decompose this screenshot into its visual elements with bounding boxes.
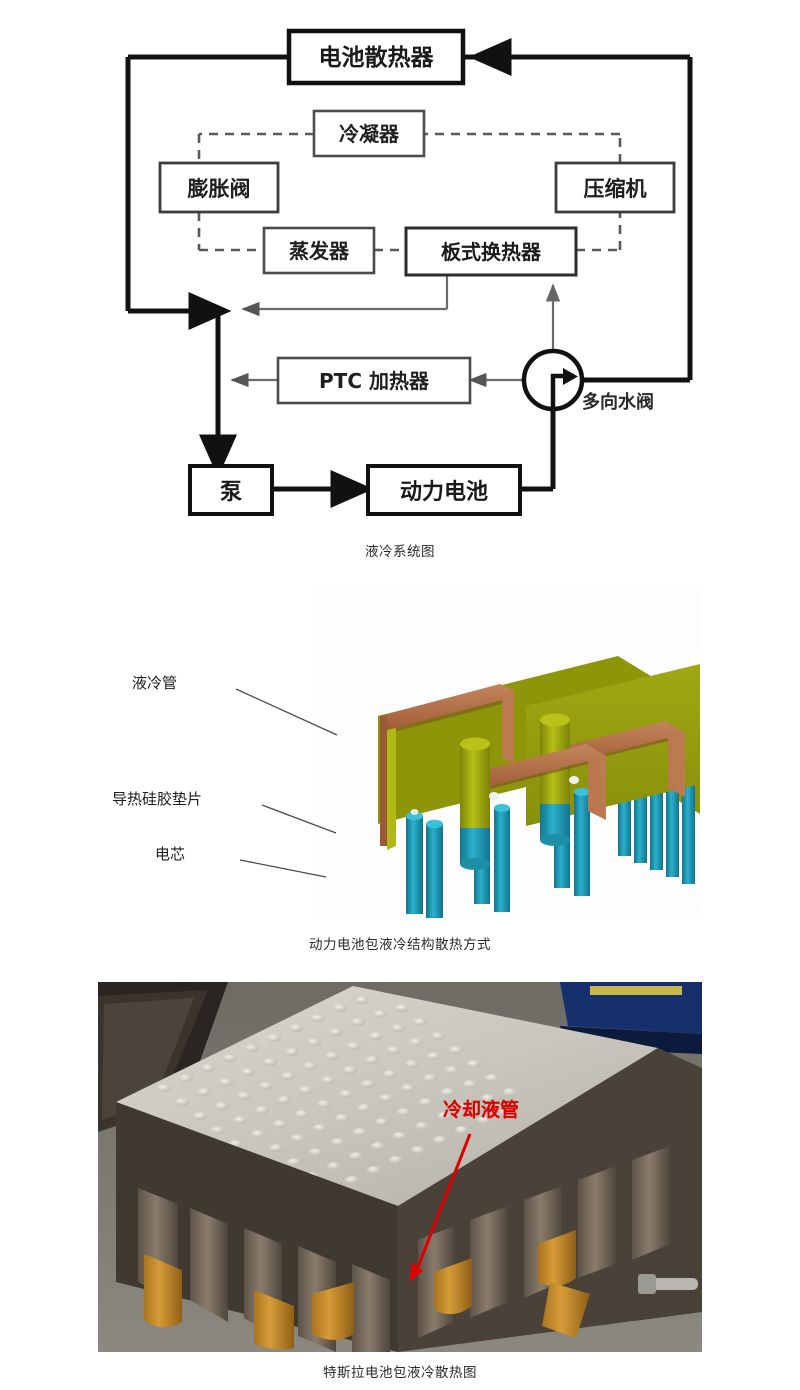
node-power-battery: 动力电池	[366, 464, 522, 516]
node-expansion-valve: 膨胀阀	[158, 161, 280, 214]
thermal-pad-front-edge	[387, 728, 396, 850]
photo-annotation-cooling-tube: 冷却液管	[443, 1099, 520, 1121]
figure-caption-3: 特斯拉电池包液冷散热图	[323, 1365, 477, 1381]
cell-bank-front	[406, 809, 443, 918]
node-label-expansion-valve: 膨胀阀	[188, 177, 251, 201]
label-thermal-pad: 导热硅胶垫片	[112, 790, 203, 808]
system-block-diagram: 电池散热器 冷凝器 膨胀阀 压缩机 蒸发器	[125, 28, 693, 516]
leader-lines	[235, 688, 338, 878]
node-evaporator: 蒸发器	[262, 226, 376, 275]
background-wheel	[98, 990, 208, 1132]
node-label-ptc-heater: PTC 加热器	[319, 369, 430, 393]
refrigerant-loop-lines	[197, 132, 622, 252]
label-cell: 电芯	[155, 845, 186, 863]
node-label-condenser: 冷凝器	[339, 122, 400, 146]
node-label-evaporator: 蒸发器	[289, 239, 350, 263]
node-condenser: 冷凝器	[312, 109, 426, 158]
background-blue-object	[560, 982, 702, 1054]
battery-module-illustration	[318, 588, 700, 918]
cooling-tube-1	[380, 684, 514, 846]
node-plate-heat-exchanger: 板式换热器	[404, 226, 578, 277]
node-pump: 泵	[188, 464, 274, 516]
cooling-tube-2	[470, 744, 606, 834]
label-cooling-tube: 液冷管	[132, 674, 178, 692]
node-compressor: 压缩机	[554, 161, 676, 214]
figure-liquid-cooling-system: 电池散热器 冷凝器 膨胀阀 压缩机 蒸发器	[0, 0, 800, 560]
figure-battery-module-3d: 液冷管 导热硅胶垫片 电芯 动力电池包液冷结构散热方式	[0, 575, 800, 953]
thermal-pad-cylinder-middle	[540, 713, 570, 846]
cell-terminal-group	[489, 776, 579, 800]
thermal-pad-cylinder-left	[460, 737, 490, 870]
node-label-multi-way-water-valve: 多向水阀	[582, 391, 654, 413]
node-label-compressor: 压缩机	[584, 177, 647, 201]
module-lower-section	[116, 1048, 702, 1352]
node-label-battery-radiator: 电池散热器	[319, 45, 435, 71]
node-label-pump: 泵	[220, 480, 242, 505]
figure-tesla-pack-photo: 冷却液管	[98, 982, 702, 1352]
figure-caption-2: 动力电池包液冷结构散热方式	[309, 937, 491, 953]
coolant-loop-arrows	[150, 37, 560, 509]
node-ptc-heater: PTC 加热器	[276, 356, 472, 405]
cooling-plate-deck	[116, 986, 658, 1206]
coolant-port-fitting	[638, 1274, 698, 1294]
annotation-leader-line	[409, 1133, 472, 1282]
node-label-plate-heat-exchanger: 板式换热器	[441, 240, 542, 264]
cooling-tubes-kapton	[144, 1230, 590, 1350]
tesla-pack-photograph	[98, 982, 702, 1352]
node-battery-radiator: 电池散热器	[286, 28, 466, 86]
node-label-power-battery: 动力电池	[400, 480, 488, 505]
node-multi-way-water-valve	[521, 348, 585, 412]
module-3d-svg	[318, 588, 700, 918]
figure-caption-1: 液冷系统图	[365, 544, 435, 560]
